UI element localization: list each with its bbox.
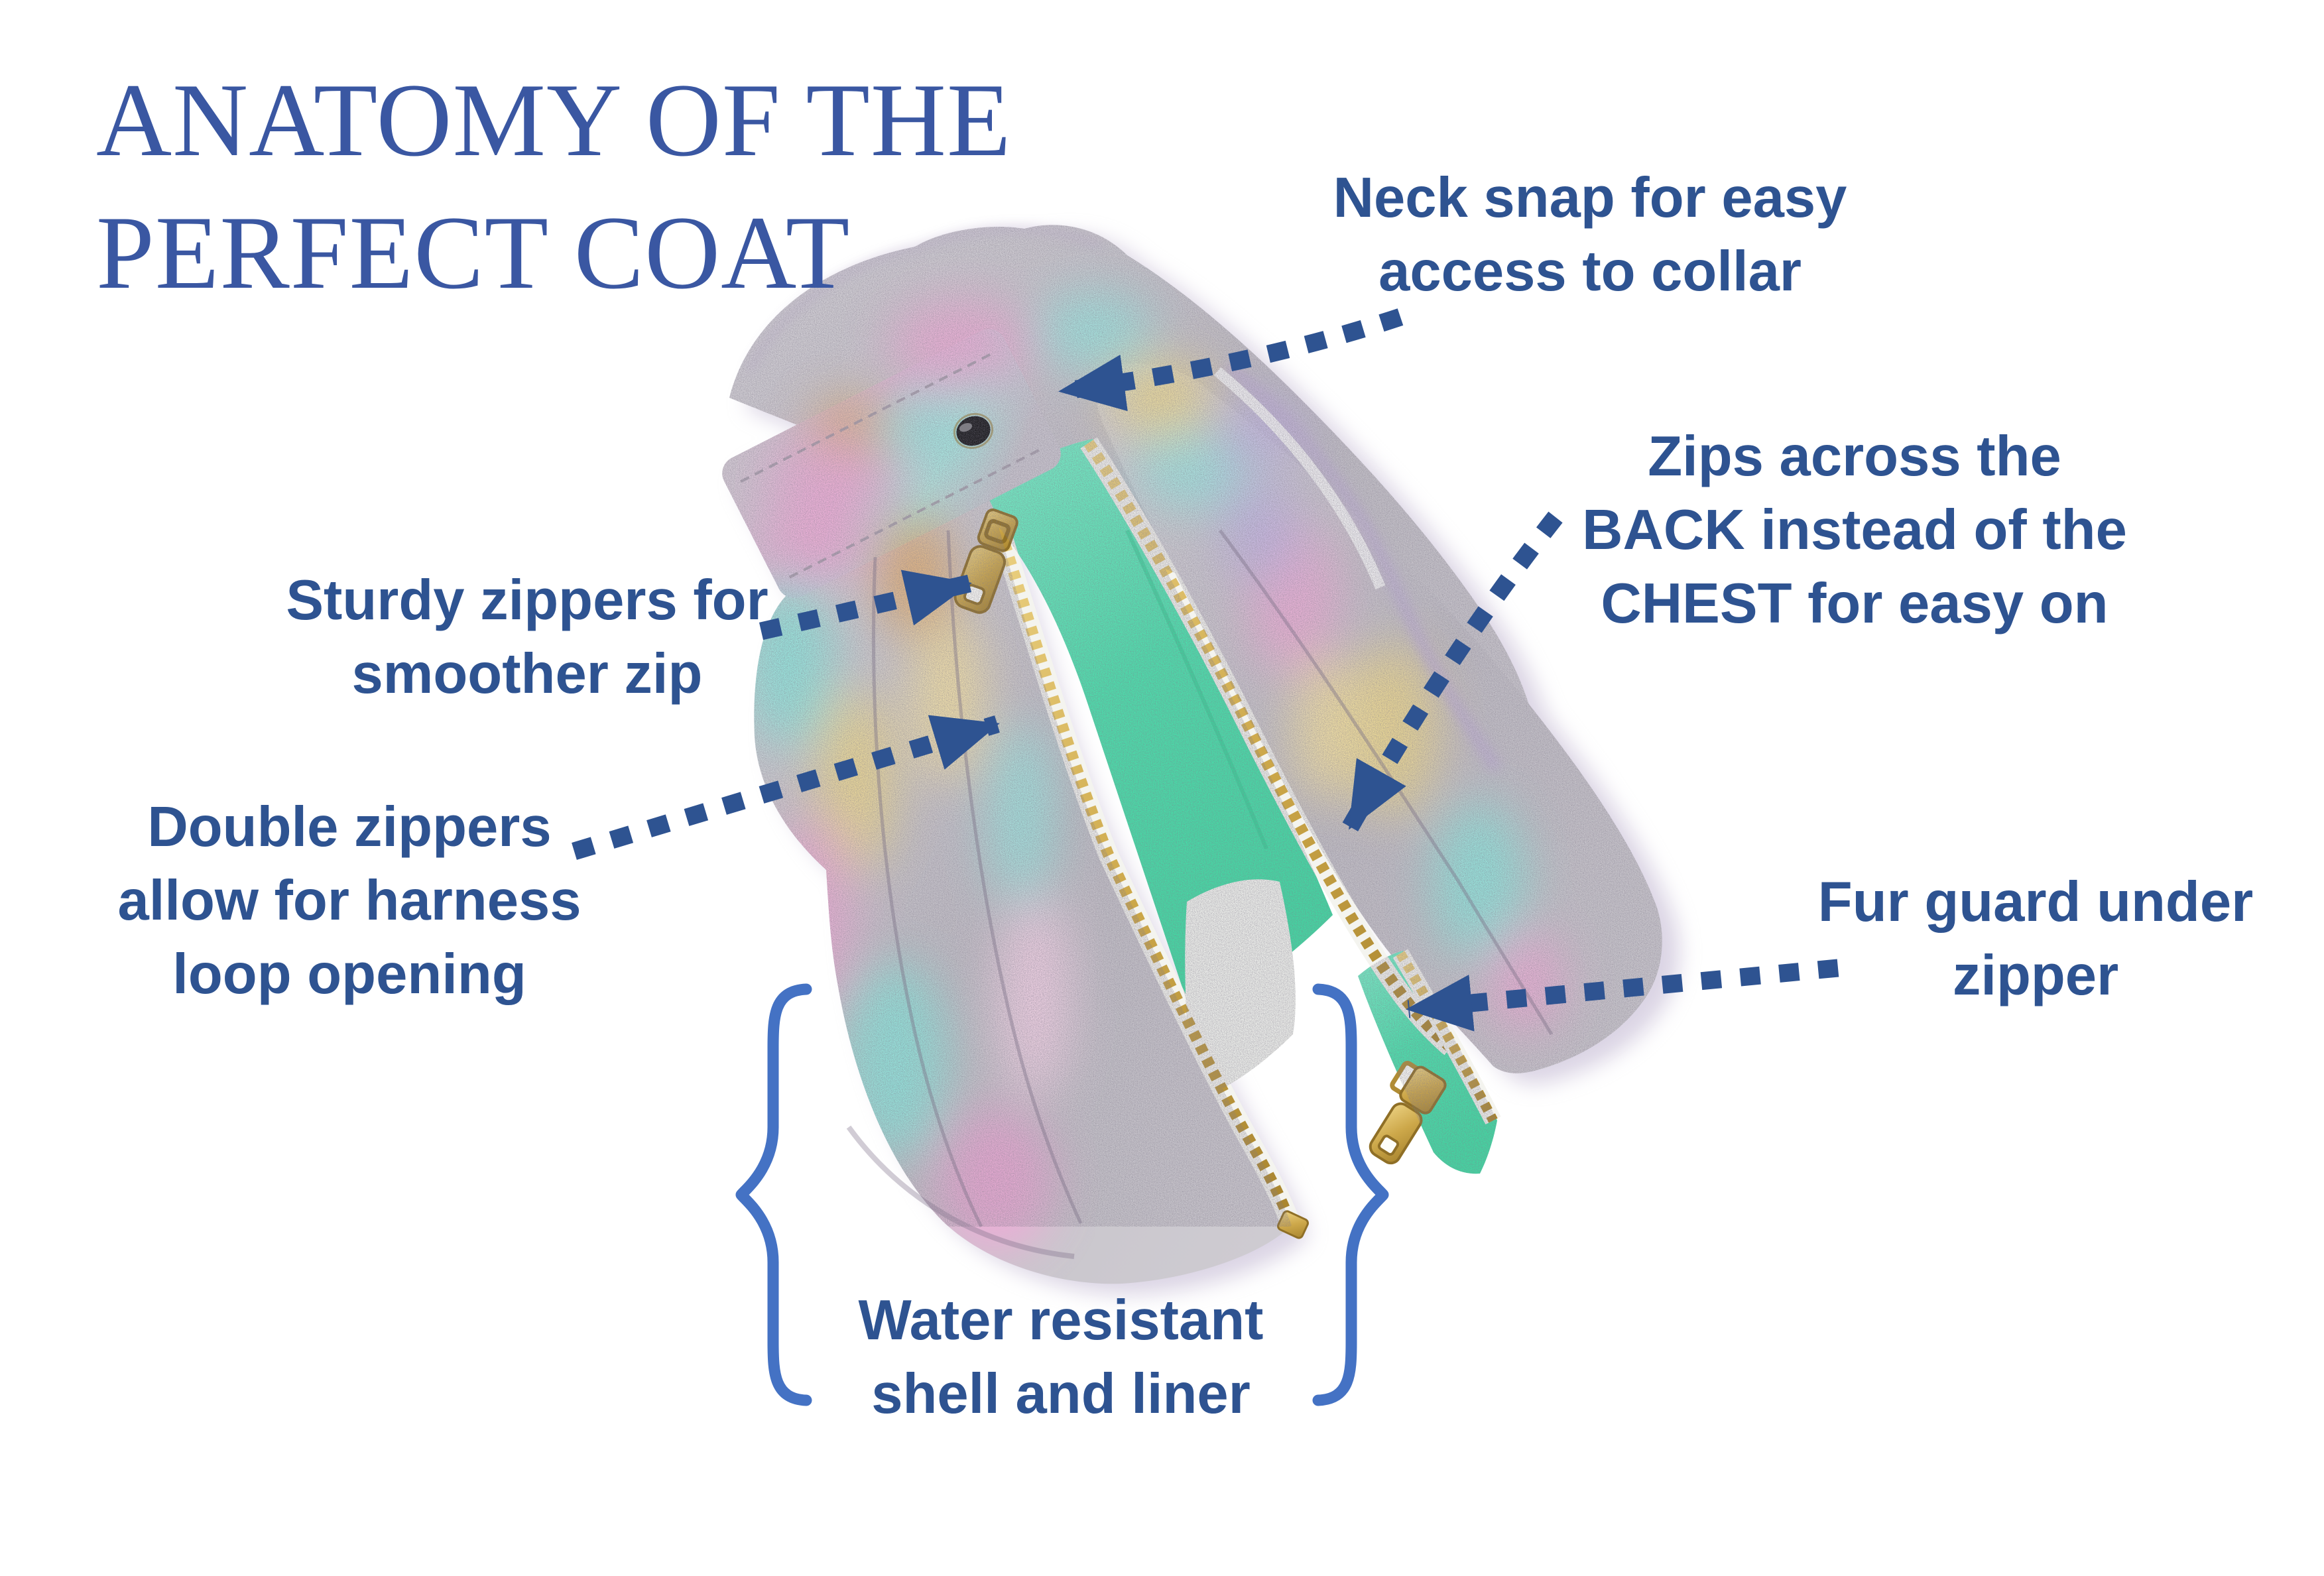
page-title-line2: PERFECT COAT — [96, 195, 851, 311]
arrow-zips-back — [1342, 511, 1563, 832]
brace-right — [1312, 983, 1389, 1406]
page-title-line1: ANATOMY OF THE — [96, 62, 1012, 178]
annotation-zips-back-line2: BACK instead of the — [1582, 499, 2127, 562]
annotation-neck-snap-line1: Neck snap for easy — [1333, 166, 1847, 229]
annotation-zips-back: Zips across the BACK instead of the CHES… — [1582, 420, 2127, 640]
annotation-neck-snap: Neck snap for easy access to collar — [1333, 161, 1847, 308]
annotation-neck-snap-line2: access to collar — [1378, 240, 1802, 303]
brace-left — [735, 983, 812, 1406]
annotation-sturdy-zippers-line1: Sturdy zippers for — [286, 569, 768, 632]
annotation-zips-back-line1: Zips across the — [1648, 425, 2061, 488]
annotation-water-resistant-line2: shell and liner — [871, 1363, 1251, 1425]
annotation-zips-back-line3: CHEST for easy on — [1601, 572, 2109, 635]
annotation-double-zippers-line3: loop opening — [172, 943, 526, 1006]
annotation-sturdy-zippers: Sturdy zippers for smoother zip — [286, 564, 768, 711]
annotation-double-zippers-line2: allow for harness — [117, 869, 581, 932]
annotation-double-zippers-line1: Double zippers — [147, 796, 552, 859]
annotation-water-resistant-line1: Water resistant — [858, 1289, 1264, 1352]
arrow-neck-snap — [1058, 308, 1404, 412]
annotation-fur-guard: Fur guard under zipper — [1818, 865, 2253, 1012]
arrow-fur-guard — [1406, 959, 1839, 1032]
arrow-double-zippers — [572, 715, 1000, 860]
annotation-double-zippers: Double zippers allow for harness loop op… — [117, 790, 581, 1011]
annotation-sturdy-zippers-line2: smoother zip — [351, 642, 703, 705]
annotation-water-resistant: Water resistant shell and liner — [859, 1284, 1264, 1431]
annotation-fur-guard-line1: Fur guard under — [1817, 871, 2254, 934]
annotation-fur-guard-line2: zipper — [1952, 944, 2119, 1007]
page-title: ANATOMY OF THE PERFECT COAT — [96, 54, 1012, 320]
